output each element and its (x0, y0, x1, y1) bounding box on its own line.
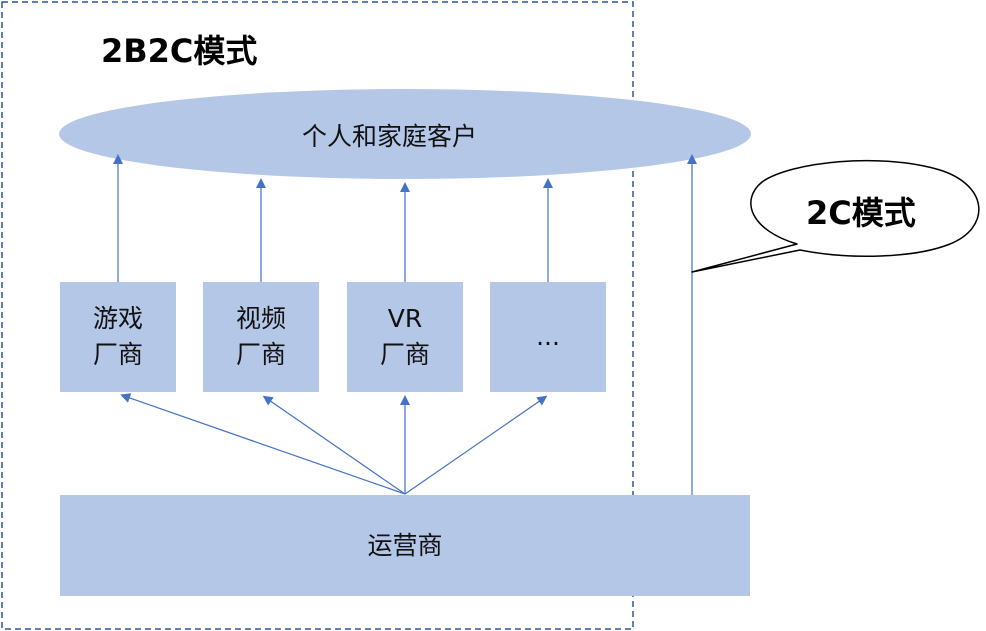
vendor-box-video: 视频 厂商 (203, 282, 319, 392)
customers-label: 个人和家庭客户 (302, 122, 478, 151)
vendor-box-other: ... (490, 282, 606, 392)
title-2c: 2C模式 (806, 194, 916, 232)
operator-label: 运营商 (367, 530, 443, 560)
arrow-operator-to-video (262, 395, 406, 495)
vendor-label-vr: VR 厂商 (379, 304, 430, 369)
customers-ellipse (59, 89, 751, 179)
arrow-operator-to-games (120, 393, 406, 495)
operator-box: 运营商 (60, 495, 750, 596)
title-2b2c: 2B2C模式 (101, 32, 258, 70)
arrow-operator-to-other (404, 395, 548, 495)
2c-callout-bubble (691, 159, 980, 273)
vendor-label-video: 视频 厂商 (235, 304, 286, 369)
vendor-box-games: 游戏 厂商 (60, 282, 176, 392)
vendor-label-other: ... (536, 322, 560, 351)
vendor-label-games: 游戏 厂商 (92, 304, 143, 369)
2b2c-region-border (1, 1, 634, 630)
vendor-box-vr: VR 厂商 (347, 282, 463, 392)
